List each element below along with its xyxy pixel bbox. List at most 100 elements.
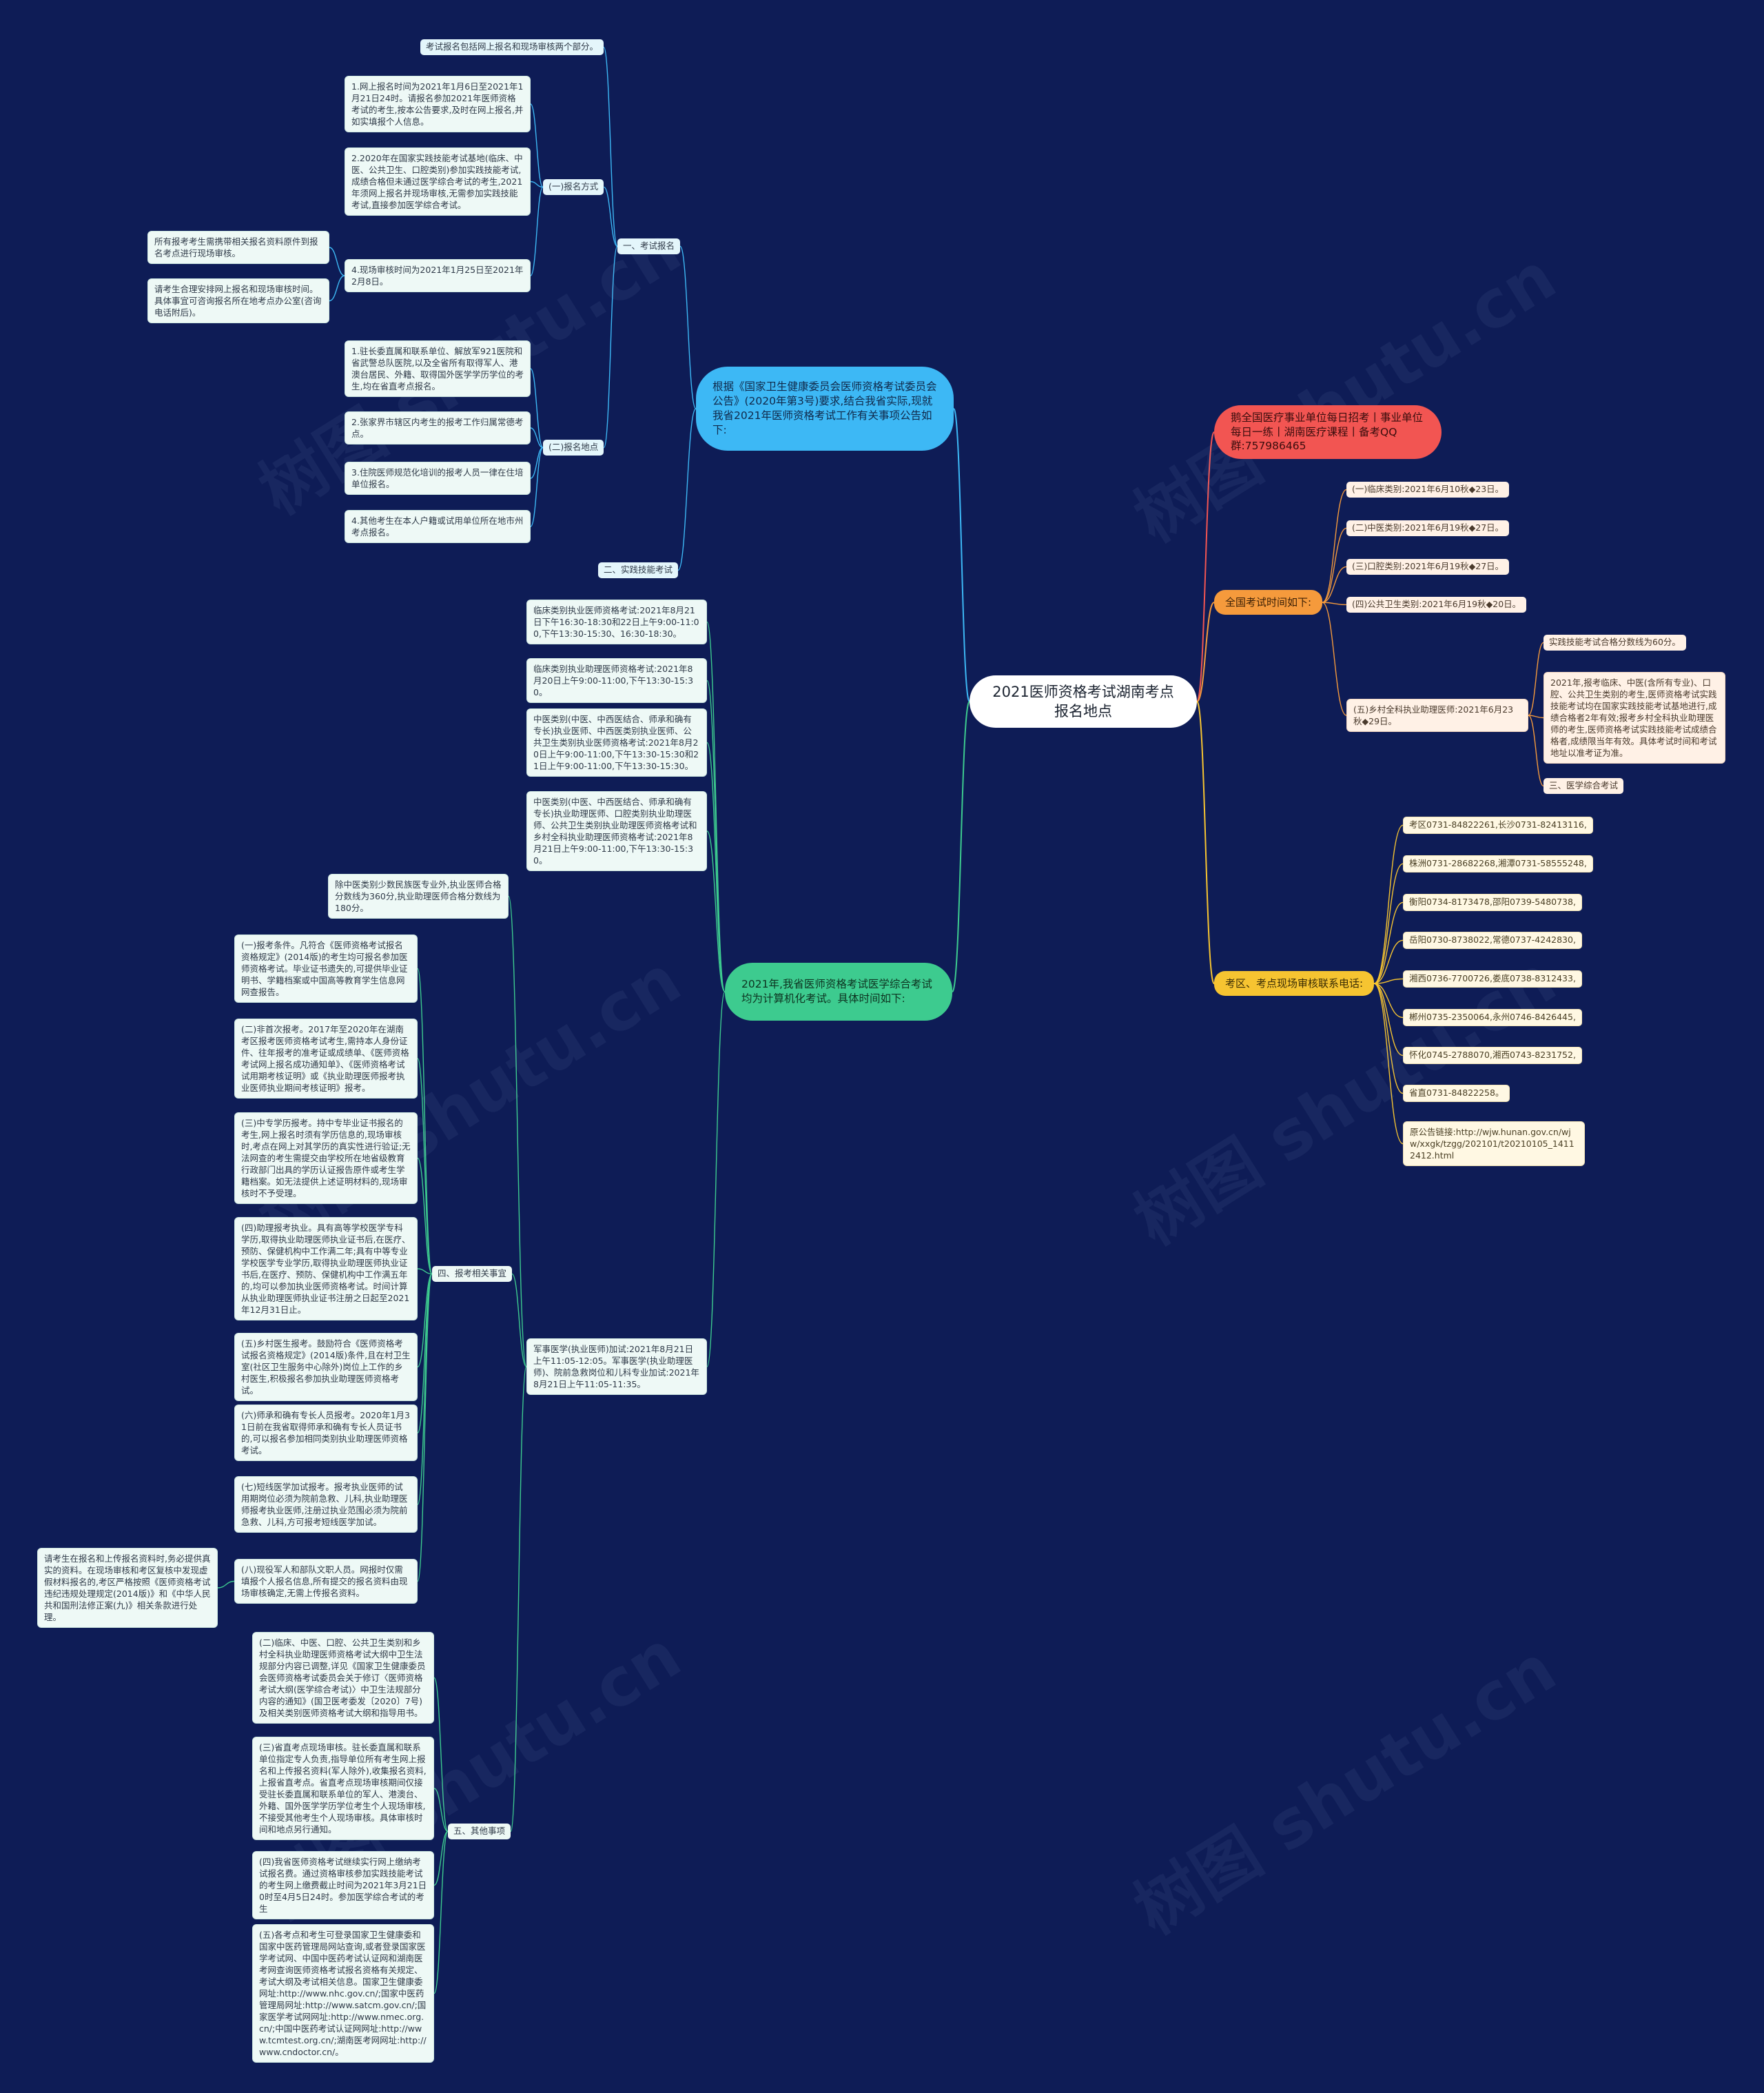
time-tcm-assistant[interactable]: 中医类别(中医、中西医结合、师承和确有专长)执业助理医师、口腔类别执业助理医师、… bbox=[526, 791, 707, 871]
method-item-base[interactable]: 2.2020年在国家实践技能考试基地(临床、中医、公共卫生、口腔类别)参加实践技… bbox=[345, 147, 531, 216]
connector bbox=[1373, 983, 1404, 1094]
connector bbox=[530, 181, 544, 188]
matter-repeat-applicant[interactable]: (二)非首次报考。2017年至2020年在湖南考区报考医师资格考试考生,需持本人… bbox=[234, 1019, 418, 1099]
topic-recruitment-ad[interactable]: 鹅全国医疗事业单位每日招考丨事业单位每日一练丨湖南医疗课程丨备考QQ群:7579… bbox=[1214, 405, 1442, 459]
connector bbox=[679, 245, 697, 409]
connector bbox=[1373, 901, 1404, 984]
place-item-zhangjiajie[interactable]: 2.张家界市辖区内考生的报考工作归属常德考点。 bbox=[345, 411, 531, 445]
schedule-tcm[interactable]: (二)中医类别:2021年6月19秋◆27日。 bbox=[1346, 520, 1510, 536]
schedule-public-health[interactable]: (四)公共卫生类别:2021年6月19秋◆20日。 bbox=[1346, 597, 1527, 613]
matter-military[interactable]: (八)现役军人和部队文职人员。网报时仅需填报个人报名信息,所有提交的报名资料由现… bbox=[234, 1559, 418, 1604]
matter-secondary-school[interactable]: (三)中专学历报考。持中专毕业证书报名的考生,网上报名时须有学历信息的,现场审核… bbox=[234, 1112, 418, 1204]
connector bbox=[417, 1273, 433, 1368]
section-skills-exam[interactable]: 二、实践技能考试 bbox=[598, 562, 679, 578]
connector bbox=[1322, 527, 1347, 603]
topic-national-schedule[interactable]: 全国考试时间如下: bbox=[1214, 590, 1323, 615]
onsite-note-schedule[interactable]: 请考生合理安排网上报名和现场审核时间。具体事宜可咨询报名所在地考点办公室(咨询电… bbox=[147, 278, 329, 323]
connector bbox=[417, 1268, 433, 1275]
registration-intro[interactable]: 考试报名包括网上报名和现场审核两个部分。 bbox=[420, 39, 604, 55]
connector bbox=[433, 1830, 449, 1994]
skills-exam-note[interactable]: 2021年,报考临床、中医(含所有专业)、口腔、公共卫生类别的考生,医师资格考试… bbox=[1544, 672, 1725, 764]
place-item-residency[interactable]: 3.住院医师规范化培训的报考人员一律在住培单位报名。 bbox=[345, 462, 531, 495]
connector bbox=[603, 245, 618, 449]
section-medical-exam[interactable]: 三、医学综合考试 bbox=[1544, 778, 1624, 794]
connector bbox=[1373, 939, 1404, 984]
registration-method[interactable]: (一)报名方式 bbox=[543, 179, 604, 195]
section-other-matters[interactable]: 五、其他事项 bbox=[448, 1824, 511, 1839]
time-clinical-assistant[interactable]: 临床类别执业助理医师资格考试:2021年8月20日上午9:00-11:00,下午… bbox=[526, 658, 707, 703]
connector bbox=[530, 447, 544, 527]
connector bbox=[706, 830, 726, 992]
matter-integrity-note[interactable]: 请考生在报名和上传报名资料时,务必提供真实的资料。在现场审核和考区复核中发现虚假… bbox=[37, 1548, 218, 1628]
connector bbox=[677, 408, 697, 571]
connector bbox=[1196, 602, 1215, 702]
contact-line[interactable]: 考区0731-84822261,长沙0731-82413116, bbox=[1403, 817, 1593, 834]
other-provincial-review[interactable]: (三)省直考点现场审核。驻长委直属和联系单位指定专人负责,指导单位所有考生网上报… bbox=[252, 1737, 434, 1840]
topic-announcement[interactable]: 根据《国家卫生健康委员会医师资格考试委员会公告》(2020年第3号)要求,结合我… bbox=[696, 367, 954, 451]
connector bbox=[417, 1058, 433, 1275]
matter-short-supply[interactable]: (七)短线医学加试报考。报考执业医师的试用期岗位必须为院前急救、儿科,执业助理医… bbox=[234, 1476, 418, 1533]
connector bbox=[1322, 602, 1347, 606]
schedule-clinical[interactable]: (一)临床类别:2021年6月10秋◆23日。 bbox=[1346, 482, 1510, 498]
connector bbox=[433, 1830, 449, 1886]
connector bbox=[329, 275, 345, 302]
matter-rural-doctor[interactable]: (五)乡村医生报考。鼓励符合《医师资格考试报名资格规定》(2014版)条件,且在… bbox=[234, 1333, 418, 1401]
matter-conditions[interactable]: (一)报考条件。凡符合《医师资格考试报名资格规定》(2014版)的考生均可报名参… bbox=[234, 935, 418, 1003]
section-exam-registration[interactable]: 一、考试报名 bbox=[617, 238, 681, 254]
place-item-provincial[interactable]: 1.驻长委直属和联系单位、解放军921医院和省武警总队医院,以及全省所有取得军人… bbox=[345, 340, 531, 397]
time-clinical-physician[interactable]: 临床类别执业医师资格考试:2021年8月21日下午16:30-18:30和22日… bbox=[526, 600, 707, 644]
matter-assistant-upgrade[interactable]: (四)助理报考执业。具有高等学校医学专科学历,取得执业助理医师执业证书后,在医疗… bbox=[234, 1217, 418, 1320]
connector bbox=[706, 742, 726, 992]
connector bbox=[1528, 642, 1544, 716]
connector bbox=[217, 1580, 235, 1589]
connector bbox=[417, 1273, 433, 1505]
connector bbox=[952, 701, 970, 992]
connector bbox=[1322, 489, 1347, 603]
schedule-rural[interactable]: (五)乡村全科执业助理医师:2021年6月23秋◆29日。 bbox=[1346, 699, 1528, 732]
time-tcm-physician[interactable]: 中医类别(中医、中西医结合、师承和确有专长)执业医师、中西医类别执业医师、公共卫… bbox=[526, 708, 707, 777]
connector bbox=[1528, 715, 1544, 787]
onsite-note-documents[interactable]: 所有报考考生需携带相关报名资料原件到报名考点进行现场审核。 bbox=[147, 231, 329, 264]
connector bbox=[1373, 863, 1404, 984]
connector bbox=[1373, 824, 1404, 984]
contact-line[interactable]: 怀化0745-2788070,湘西0743-8231752, bbox=[1403, 1047, 1582, 1064]
connector bbox=[508, 895, 527, 1367]
skills-passing-score[interactable]: 实践技能考试合格分数线为60分。 bbox=[1544, 635, 1686, 651]
topic-contact-phones[interactable]: 考区、考点现场审核联系电话: bbox=[1214, 971, 1375, 997]
registration-place[interactable]: (二)报名地点 bbox=[543, 440, 604, 456]
contact-line[interactable]: 湘西0736-7700726,娄底0738-8312433, bbox=[1403, 970, 1582, 988]
topic-computer-exam[interactable]: 2021年,我省医师资格考试医学综合考试均为计算机化考试。具体时间如下: bbox=[725, 963, 952, 1021]
method-item-online[interactable]: 1.网上报名时间为2021年1月6日至2021年1月21日24时。请报名参加20… bbox=[345, 76, 531, 132]
place-item-other[interactable]: 4.其他考生在本人户籍或试用单位所在地市州考点报名。 bbox=[345, 510, 531, 543]
connector bbox=[706, 621, 726, 992]
connector bbox=[1322, 566, 1347, 603]
connector bbox=[1196, 701, 1215, 985]
root-topic[interactable]: 2021医师资格考试湖南考点报名地点 bbox=[970, 675, 1197, 728]
other-syllabus[interactable]: (二)临床、中医、口腔、公共卫生类别和乡村全科执业助理医师资格考试大纲中卫生法规… bbox=[252, 1632, 434, 1724]
section-registration-matters[interactable]: 四、报考相关事宜 bbox=[432, 1266, 513, 1282]
schedule-dental[interactable]: (三)口腔类别:2021年6月19秋◆27日。 bbox=[1346, 559, 1510, 575]
connector bbox=[706, 991, 726, 1367]
matter-apprenticeship[interactable]: (六)师承和确有专长人员报考。2020年1月31日前在我省取得师承和确有专长人员… bbox=[234, 1405, 418, 1461]
passing-score-note[interactable]: 除中医类别少数民族医专业外,执业医师合格分数线为360分,执业助理医师合格分数线… bbox=[328, 874, 509, 919]
contact-line[interactable]: 省直0731-84822258。 bbox=[1403, 1085, 1510, 1102]
connector bbox=[433, 1677, 449, 1832]
contact-line[interactable]: 衡阳0734-8173478,邵阳0739-5480738, bbox=[1403, 894, 1582, 911]
connector bbox=[417, 1273, 433, 1582]
connector bbox=[510, 1366, 527, 1832]
other-online-payment[interactable]: (四)我省医师资格考试继续实行网上缴纳考试报名费。通过资格审核参加实践技能考试的… bbox=[252, 1851, 434, 1919]
other-websites[interactable]: (五)各考点和考生可登录国家卫生健康委和国家中医药管理局网站查询,或者登录国家医… bbox=[252, 1924, 434, 2063]
connector bbox=[530, 186, 544, 276]
time-military-medicine[interactable]: 军事医学(执业医师)加试:2021年8月21日上午11:05-12:05。军事医… bbox=[526, 1338, 707, 1395]
connector bbox=[1322, 602, 1347, 716]
contact-line[interactable]: 郴州0735-2350064,永州0746-8426445, bbox=[1403, 1009, 1582, 1026]
connector bbox=[953, 408, 970, 702]
connector bbox=[1196, 431, 1215, 702]
method-item-onsite[interactable]: 4.现场审核时间为2021年1月25日至2021年2月8日。 bbox=[345, 259, 531, 292]
connector bbox=[329, 247, 345, 276]
contact-line[interactable]: 岳阳0730-8738022,常德0737-4242830, bbox=[1403, 932, 1582, 949]
contact-line[interactable]: 株洲0731-28682268,湘潭0731-58555248, bbox=[1403, 855, 1593, 872]
connector bbox=[603, 46, 618, 247]
announcement-link[interactable]: 原公告链接:http://wjw.hunan.gov.cn/wjw/xxgk/t… bbox=[1403, 1121, 1585, 1166]
